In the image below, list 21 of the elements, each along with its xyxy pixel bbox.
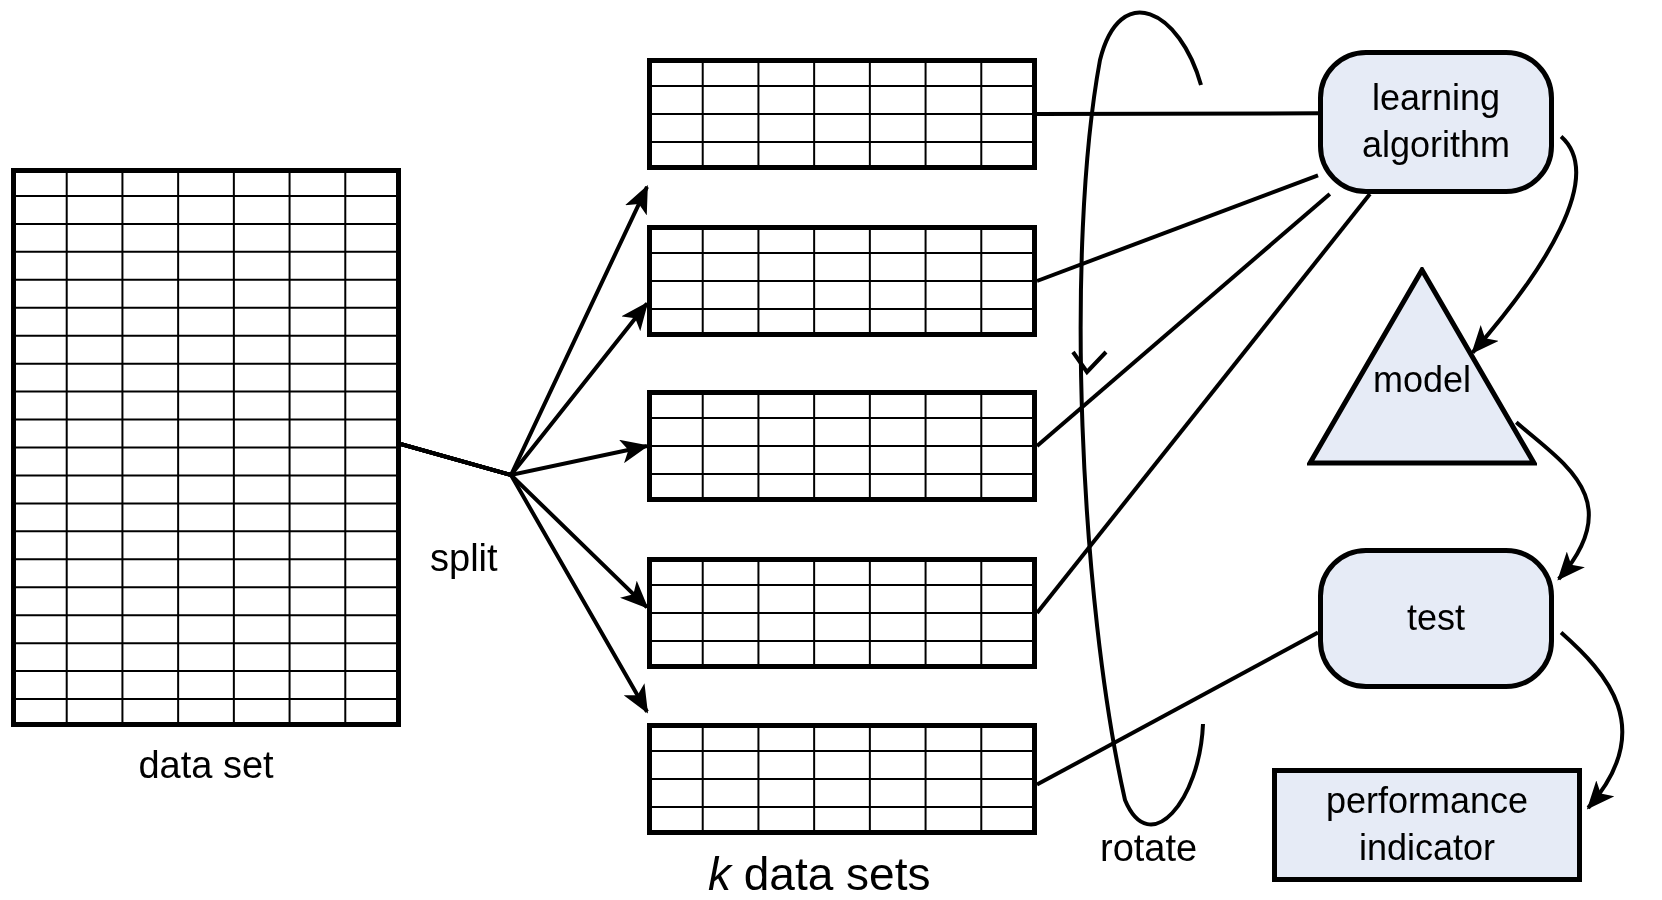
connector-line (1035, 192, 1372, 615)
connector-line (1036, 173, 1319, 283)
text-label: split (430, 536, 498, 581)
node-label: test (1407, 596, 1465, 641)
connector-line (1037, 111, 1318, 116)
model-triangle (1307, 267, 1537, 466)
node-label: data set (138, 742, 274, 788)
node-label: performance indicator (1324, 779, 1530, 870)
text-label: k data sets (708, 847, 931, 900)
process-box (1318, 50, 1554, 194)
node-label: model (1372, 358, 1472, 403)
process-box (1318, 548, 1554, 689)
arrow (400, 442, 649, 714)
connector-line (1036, 630, 1319, 787)
result-box (1272, 768, 1582, 882)
node-label: learning algorithm (1360, 76, 1512, 167)
arrow (1559, 631, 1625, 810)
arrow (1471, 135, 1578, 355)
connector-line (1035, 192, 1332, 448)
arrow (1515, 420, 1591, 581)
text-label: rotate (1100, 826, 1198, 871)
